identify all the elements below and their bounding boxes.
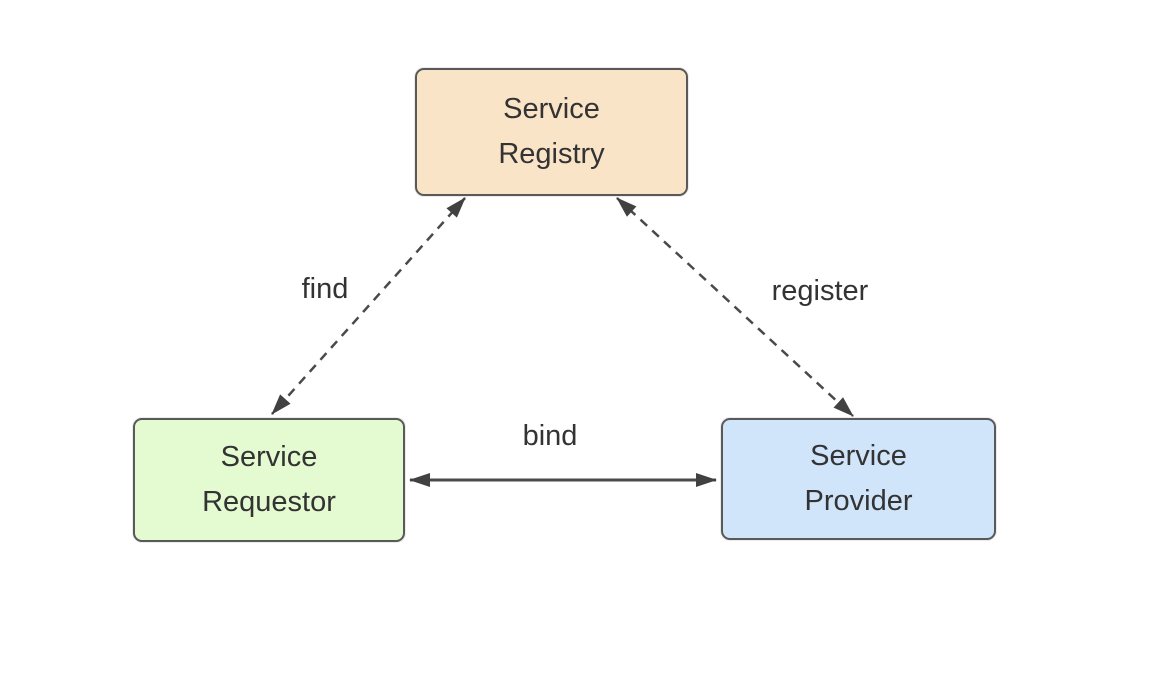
node-service-registry: Service Registry — [415, 68, 688, 196]
node-service-provider-label-line2: Provider — [804, 485, 913, 517]
register-edge-arrow — [616, 197, 854, 417]
node-service-provider-label-line1: Service — [810, 440, 907, 472]
node-service-provider: Service Provider — [721, 418, 996, 540]
node-service-registry-label-line1: Service — [503, 93, 600, 125]
node-service-registry-label-line2: Registry — [498, 138, 605, 170]
node-service-requestor-label-line1: Service — [220, 441, 318, 473]
node-service-requestor-label-line2: Requestor — [202, 486, 336, 518]
edge-label-bind: bind — [522, 420, 578, 452]
edge-label-register: register — [771, 275, 869, 307]
edge-label-find: find — [301, 273, 349, 305]
find-edge-arrow — [271, 197, 466, 415]
node-service-requestor: Service Requestor — [133, 418, 405, 542]
